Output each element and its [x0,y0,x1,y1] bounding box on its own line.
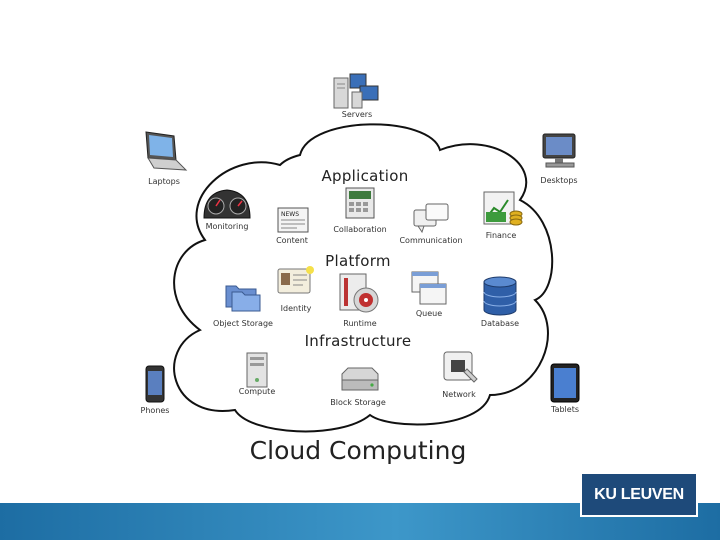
svg-text:NEWS: NEWS [281,211,299,218]
label-tablets: Tablets [551,405,579,414]
label-database: Database [480,319,520,328]
label-desktops: Desktops [540,176,578,185]
gauge-icon [203,189,251,219]
label-queue: Queue [415,309,443,318]
database-icon [483,276,517,316]
label-identity: Identity [280,304,312,313]
label-communication: Communication [399,236,463,245]
diagram-title: Cloud Computing [249,436,467,465]
queue-icon [411,271,447,305]
tablet-icon [550,363,580,403]
label-servers: Servers [341,110,373,119]
label-block-storage: Block Storage [330,398,386,407]
folder-icon [225,285,261,312]
label-monitoring: Monitoring [205,222,249,231]
collaboration-icon [345,187,375,219]
logo-text: KU LEUVEN [594,486,684,503]
compute-icon [246,352,268,388]
label-phones: Phones [140,406,170,415]
laptop-icon [145,131,188,171]
desktop-icon [542,133,576,168]
section-application: Application [321,167,409,185]
label-finance: Finance [485,231,517,240]
block-storage-icon [341,367,379,391]
ku-leuven-logo: KU LEUVEN [580,472,698,517]
section-platform: Platform [325,252,391,270]
servers-icon [333,73,379,109]
network-icon [443,351,478,383]
runtime-icon [339,273,379,313]
label-object-storage: Object Storage [213,319,273,328]
label-content: Content [276,236,308,245]
newspaper-icon: NEWS [277,207,309,233]
label-laptops: Laptops [148,177,180,186]
label-compute: Compute [238,387,276,396]
label-runtime: Runtime [343,319,377,328]
label-collaboration: Collaboration [333,225,387,234]
chat-icon [413,203,449,234]
phone-icon [145,365,165,403]
identity-card-icon [277,266,314,294]
label-network: Network [442,390,476,399]
section-infrastructure: Infrastructure [304,332,412,350]
finance-icon [483,191,523,226]
